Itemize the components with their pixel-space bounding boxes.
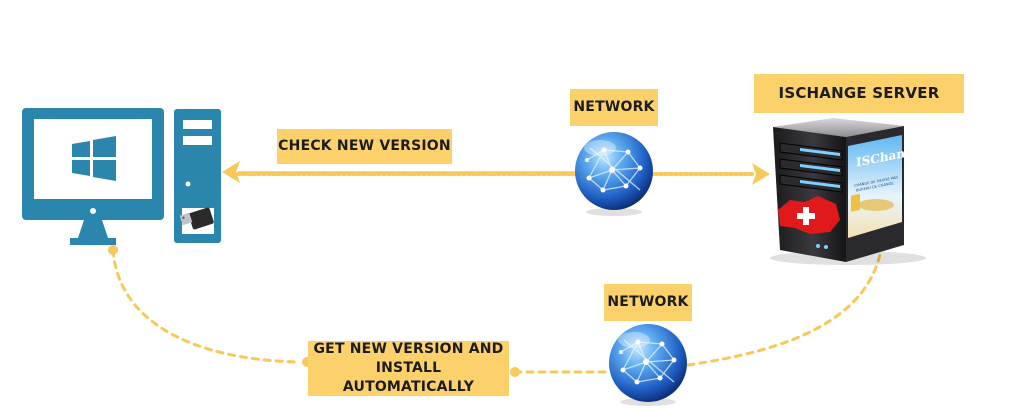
get-new-version-label: GET NEW VERSION AND INSTALL AUTOMATICALL…: [308, 341, 509, 396]
ischange-server-label: ISCHANGE SERVER: [754, 74, 964, 113]
server-icon: ISChange CHANGE DE DEVISE PAR BUREAU DE …: [770, 118, 926, 265]
check-version-arrow: [222, 161, 770, 185]
arrowhead-right: [752, 163, 770, 185]
get-new-version-line-1: GET NEW VERSION AND: [313, 341, 504, 358]
globe-network-icon: [609, 324, 687, 406]
get-new-version-line-2: INSTALL AUTOMATICALLY: [342, 360, 475, 395]
network-label-bottom: NETWORK: [604, 284, 692, 321]
arrowhead-left: [222, 161, 240, 183]
monitor-screen: [34, 119, 152, 199]
swiss-flag-icon: [778, 196, 840, 234]
path-dot-computer: [108, 245, 118, 255]
install-update-path: [111, 243, 884, 374]
globe-network-icon: [575, 132, 653, 216]
server-side-panel: [848, 135, 902, 238]
usb-stick-icon: [179, 207, 214, 230]
check-new-version-label: CHECK NEW VERSION: [277, 129, 452, 164]
network-label-top: NETWORK: [570, 89, 658, 126]
path-dot-label-right: [510, 367, 520, 377]
monitor-stand: [70, 220, 116, 245]
server-small-text-2: BUREAU DE CHANGE: [856, 181, 894, 192]
windows-desktop-icon: [22, 108, 221, 245]
windows-logo-icon: [72, 136, 116, 181]
